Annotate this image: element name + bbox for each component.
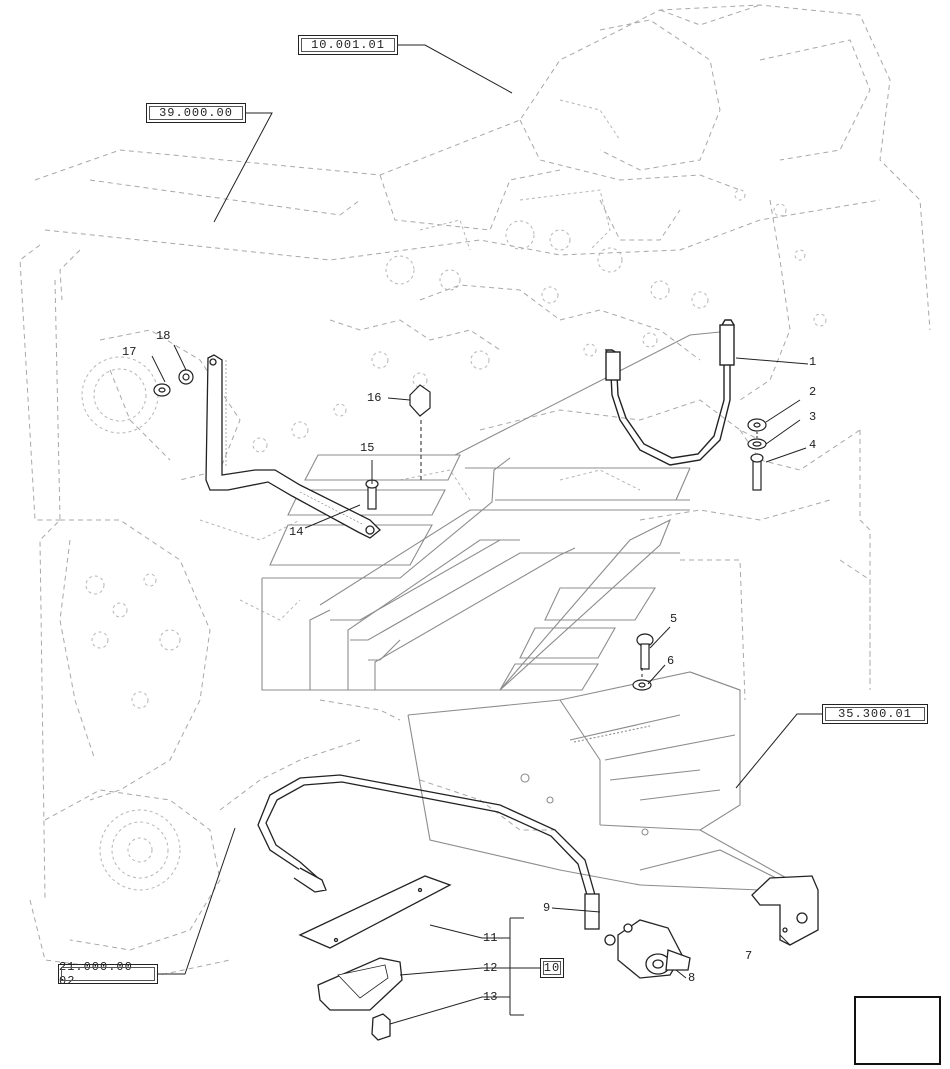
callout-6: 6: [667, 654, 675, 668]
callout-14: 14: [289, 525, 304, 539]
battery-cable: [604, 319, 735, 466]
switch-parts: [298, 875, 452, 1041]
callout-2: 2: [809, 385, 817, 399]
battery-tray: [407, 671, 791, 906]
callout-9: 9: [543, 901, 551, 915]
callout-18: 18: [156, 329, 171, 343]
battery-outline: [261, 331, 721, 691]
leader-lines: [151, 44, 822, 1025]
ghost-engine-details: [81, 99, 827, 891]
callout-13: 13: [483, 990, 498, 1004]
fasteners: [153, 369, 767, 691]
callout-4: 4: [809, 438, 817, 452]
callout-8: 8: [688, 971, 696, 985]
ref-box-upper-left[interactable]: 39.000.00: [146, 103, 246, 123]
battery-switch: [604, 919, 691, 979]
ground-strap: [205, 354, 381, 539]
callout-1: 1: [809, 355, 817, 369]
callout-15: 15: [360, 441, 375, 455]
ghost-engine-outline: [19, 4, 931, 976]
return-arrow-icon[interactable]: [854, 996, 941, 1065]
callout-3: 3: [809, 410, 817, 424]
group-ref-box[interactable]: 10: [540, 958, 564, 978]
callout-12: 12: [483, 961, 498, 975]
callout-7: 7: [745, 949, 753, 963]
ref-box-top[interactable]: 10.001.01: [298, 35, 398, 55]
callout-16: 16: [367, 391, 382, 405]
ref-box-right[interactable]: 35.300.01: [822, 704, 928, 724]
callout-17: 17: [122, 345, 137, 359]
callout-11: 11: [483, 931, 498, 945]
callout-5: 5: [670, 612, 678, 626]
mounting-bracket: [751, 875, 819, 946]
ref-box-lower-left[interactable]: 21.000.00 02: [58, 960, 158, 988]
